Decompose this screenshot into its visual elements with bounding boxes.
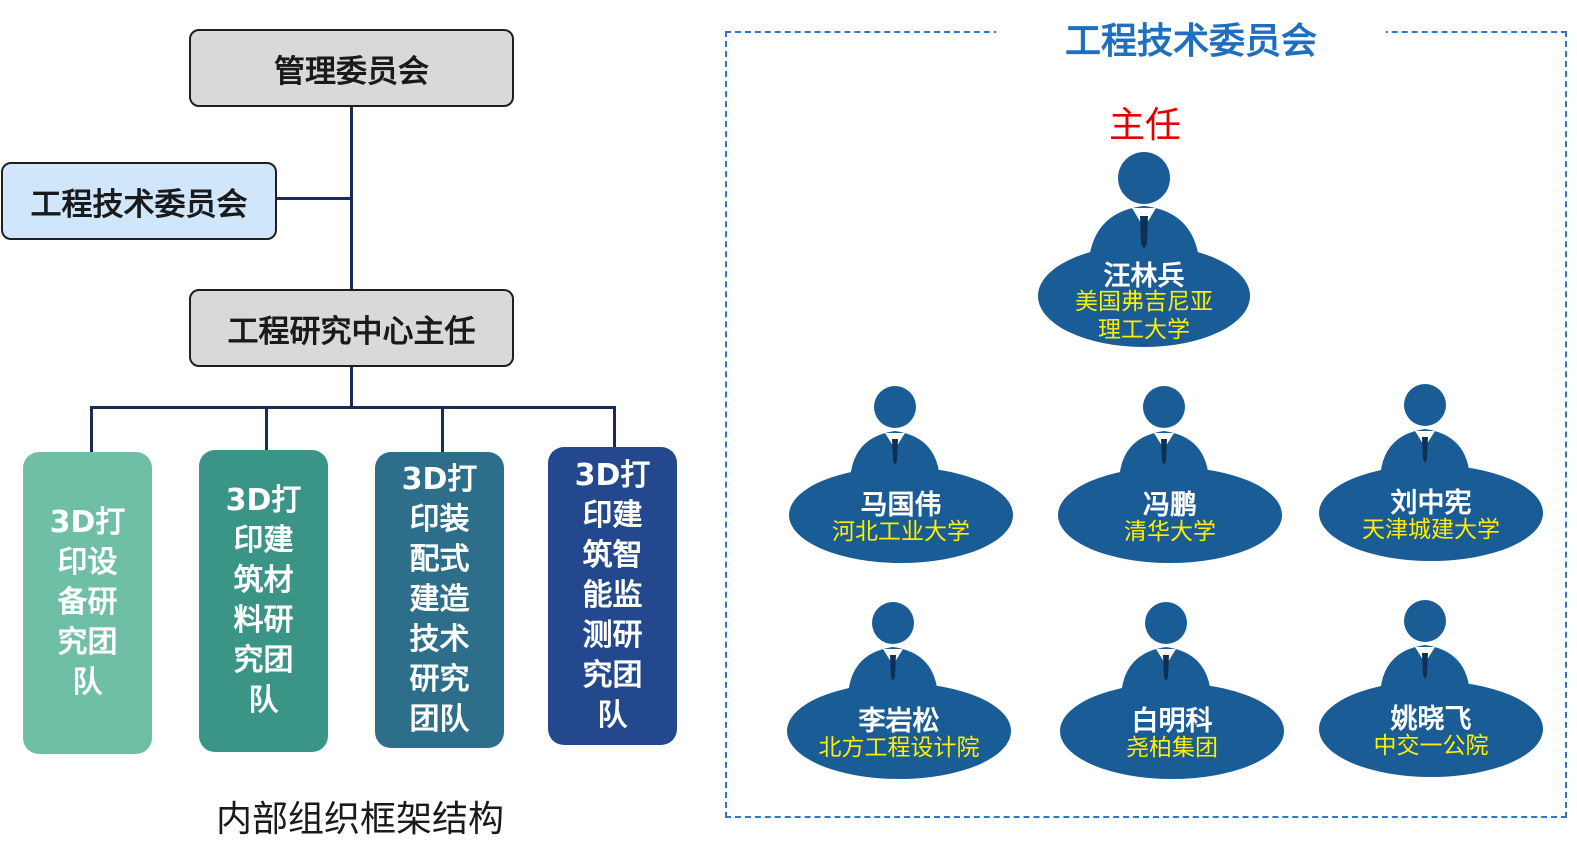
management-committee-box: 管理委员会 — [189, 29, 514, 107]
member-org: 天津城建大学 — [1362, 517, 1500, 543]
member-name: 刘中宪 — [1390, 488, 1472, 519]
member-card: 刘中宪 天津城建大学 — [1318, 383, 1544, 563]
team-box-equipment: 3D打印设备研究团队 — [23, 452, 152, 754]
connector-team-4 — [613, 406, 616, 448]
person-icon — [787, 602, 1011, 779]
director-role-label: 主任 — [1108, 105, 1181, 146]
member-org: 中交一公院 — [1373, 733, 1489, 759]
team-box-materials: 3D打印建筑材料研究团队 — [199, 450, 328, 752]
member-org: 尧柏集团 — [1126, 735, 1218, 761]
structure-caption: 内部组织框架结构 — [215, 799, 504, 840]
director-name: 汪林兵 — [1103, 261, 1185, 292]
connector-horizontal — [90, 406, 616, 409]
member-org: 清华大学 — [1124, 519, 1216, 545]
director-org: 美国弗吉尼亚理工大学 — [1075, 289, 1213, 343]
team-box-assembly: 3D打印装配式建造技术研究团队 — [375, 452, 504, 748]
member-name: 白明科 — [1131, 706, 1213, 737]
connector-center-down — [350, 366, 353, 408]
member-name: 李岩松 — [858, 706, 940, 737]
member-card: 白明科 尧柏集团 — [1059, 601, 1285, 781]
member-org: 北方工程设计院 — [818, 735, 980, 761]
member-name: 冯鹏 — [1143, 490, 1197, 521]
person-icon — [1060, 602, 1284, 779]
person-icon — [1319, 600, 1543, 777]
committee-title: 工程技术委员会 — [996, 12, 1386, 64]
center-director-box: 工程研究中心主任 — [189, 289, 514, 367]
team-box-monitoring: 3D打印建筑智能监测研究团队 — [548, 447, 677, 745]
technical-committee-box: 工程技术委员会 — [1, 162, 277, 240]
connector-team-3 — [441, 406, 444, 452]
member-card: 李岩松 北方工程设计院 — [786, 601, 1012, 781]
connector-team-2 — [265, 406, 268, 450]
member-name: 姚晓飞 — [1390, 704, 1472, 735]
director-card: 汪林兵 美国弗吉尼亚理工大学 — [1036, 150, 1252, 350]
member-name: 马国伟 — [860, 490, 942, 521]
member-card: 马国伟 河北工业大学 — [788, 385, 1014, 565]
person-icon — [1319, 384, 1543, 561]
connector-team-1 — [90, 406, 93, 452]
member-card: 姚晓飞 中交一公院 — [1318, 599, 1544, 779]
person-icon — [1038, 152, 1250, 347]
connector-side — [275, 197, 352, 200]
member-org: 河北工业大学 — [832, 519, 970, 545]
person-icon — [789, 386, 1013, 563]
person-icon — [1058, 386, 1282, 563]
member-card: 冯鹏 清华大学 — [1057, 385, 1283, 565]
